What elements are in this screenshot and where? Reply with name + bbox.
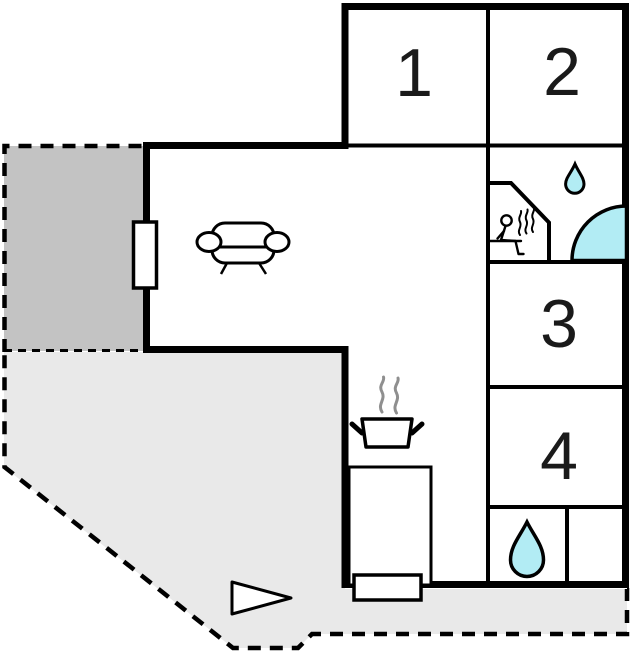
- corner-bath-icon: [570, 204, 629, 263]
- room-1-label: 1: [395, 35, 433, 111]
- sofa-legs: [219, 262, 268, 275]
- terrace-top-left-dashed-border: [2, 143, 145, 352]
- sauna-person-arm: [496, 229, 506, 240]
- pot-body: [360, 417, 414, 449]
- water-drop-icon: [508, 518, 546, 579]
- sofa-icon: [195, 221, 291, 275]
- exterior-wall: [143, 3, 629, 588]
- sauna-steam-lines: [517, 207, 536, 236]
- sofa-armrest-right: [263, 231, 291, 253]
- interior-walls: [345, 6, 625, 585]
- terrace-bottom-dashed-border: [2, 352, 630, 651]
- pot-handles: [349, 421, 425, 436]
- direction-arrow-icon: [230, 580, 293, 616]
- water-drop-icon: [564, 160, 586, 195]
- terrace-bottom: [4, 352, 627, 648]
- room-3-label: 3: [540, 286, 578, 362]
- interior-wall-sauna-cabin: [490, 181, 551, 262]
- steam-icon: [378, 375, 400, 415]
- cooking-pot-icon: [349, 375, 425, 449]
- entrance-door: [352, 573, 423, 602]
- room-2-label: 2: [543, 34, 581, 110]
- sauna-icon: [487, 207, 536, 256]
- window: [131, 220, 159, 290]
- kitchen-counter: [347, 465, 433, 587]
- sofa-armrest-left: [195, 231, 223, 253]
- terrace-top-left: [4, 146, 145, 351]
- room-4-label: 4: [540, 418, 578, 494]
